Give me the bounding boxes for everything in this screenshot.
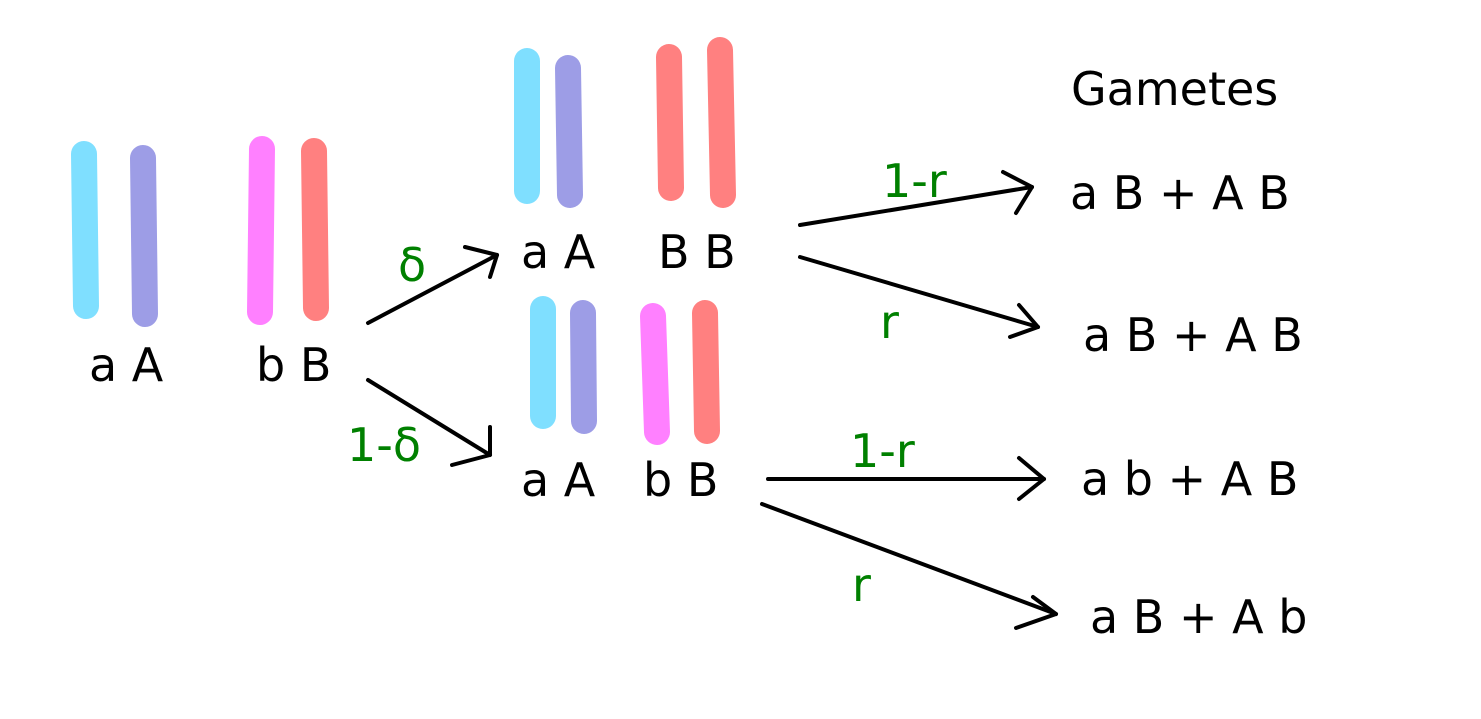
lower-pair2-label: b B — [643, 453, 719, 507]
upper-chromosomes — [514, 37, 736, 208]
gamete-2: a B + A B — [1083, 308, 1303, 362]
gamete-4: a B + A b — [1090, 590, 1308, 644]
chromosome-A — [570, 300, 597, 434]
chromosome-B-2 — [707, 37, 736, 208]
chromosome-B — [301, 138, 329, 321]
chromosome-A — [130, 145, 158, 327]
parent-pair1-label: a A — [89, 338, 164, 392]
chromosome-B-1 — [656, 44, 684, 201]
arrow-lower-recomb — [760, 502, 1058, 630]
gametes-title: Gametes — [1071, 62, 1279, 116]
lower-no-recomb-prob: 1-r — [850, 424, 915, 478]
arrow-delta — [366, 245, 499, 325]
one-minus-delta-label: 1-δ — [347, 418, 422, 472]
upper-pair2-label: B B — [658, 225, 736, 279]
arrow-upper-no-recomb — [798, 170, 1034, 227]
arrow-lower-no-recomb — [766, 456, 1046, 501]
gamete-1: a B + A B — [1070, 166, 1290, 220]
chromosome-B — [692, 300, 720, 444]
arrow-upper-recomb — [798, 255, 1040, 339]
chromosome-A — [555, 55, 583, 208]
parent-pair2-label: b B — [256, 338, 332, 392]
lower-recomb-prob: r — [852, 558, 871, 612]
delta-label: δ — [398, 238, 427, 292]
upper-no-recomb-prob: 1-r — [882, 154, 947, 208]
parent-chromosomes — [71, 136, 329, 327]
lower-chromosomes — [530, 296, 720, 445]
arrows — [366, 170, 1058, 630]
arrow-one-minus-delta — [366, 378, 492, 467]
chromosome-b — [640, 303, 670, 445]
lower-pair1-label: a A — [521, 453, 596, 507]
upper-pair1-label: a A — [521, 225, 596, 279]
chromosome-b — [247, 136, 275, 325]
gamete-3: a b + A B — [1081, 452, 1299, 506]
upper-recomb-prob: r — [880, 295, 899, 349]
chromosome-a — [71, 141, 99, 319]
